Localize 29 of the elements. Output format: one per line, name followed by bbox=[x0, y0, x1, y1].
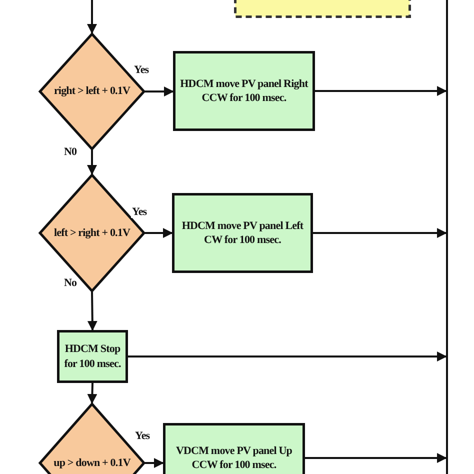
process-text: HDCM move PV panel Right CCW for 100 msec. bbox=[179, 76, 309, 106]
edge-label: Yes bbox=[134, 430, 151, 442]
arrow bbox=[87, 382, 98, 404]
condition-text: up > down + 0.1V bbox=[54, 456, 130, 470]
edge-label: N0 bbox=[63, 146, 78, 158]
edge-label: Yes bbox=[133, 64, 150, 76]
process-box bbox=[172, 193, 313, 273]
merge-line bbox=[446, 0, 448, 474]
arrow bbox=[315, 86, 447, 96]
process-text: HDCM move PV panel Left CW for 100 msec. bbox=[180, 218, 304, 248]
edge-label: No bbox=[63, 277, 78, 290]
arrow bbox=[87, 150, 97, 175]
process-text: VDCM move PV panel Up CCW for 100 msec. bbox=[174, 444, 294, 472]
condition-text: right > left + 0.1V bbox=[54, 84, 130, 99]
arrow bbox=[313, 228, 447, 238]
arrow bbox=[87, 0, 97, 34]
arrow bbox=[87, 292, 98, 331]
arrow bbox=[145, 228, 173, 238]
condition-text: left > right + 0.1V bbox=[54, 226, 130, 240]
process-box bbox=[163, 423, 305, 474]
process-box bbox=[57, 330, 128, 383]
process-text: HDCM Stop for 100 msec. bbox=[63, 342, 122, 371]
arrow bbox=[305, 453, 447, 463]
arrow bbox=[145, 86, 174, 96]
edge-label: Yes bbox=[131, 206, 148, 218]
decision-diamond bbox=[39, 174, 145, 292]
arrow bbox=[128, 352, 447, 362]
process-box bbox=[173, 51, 315, 131]
arrow bbox=[145, 458, 164, 468]
